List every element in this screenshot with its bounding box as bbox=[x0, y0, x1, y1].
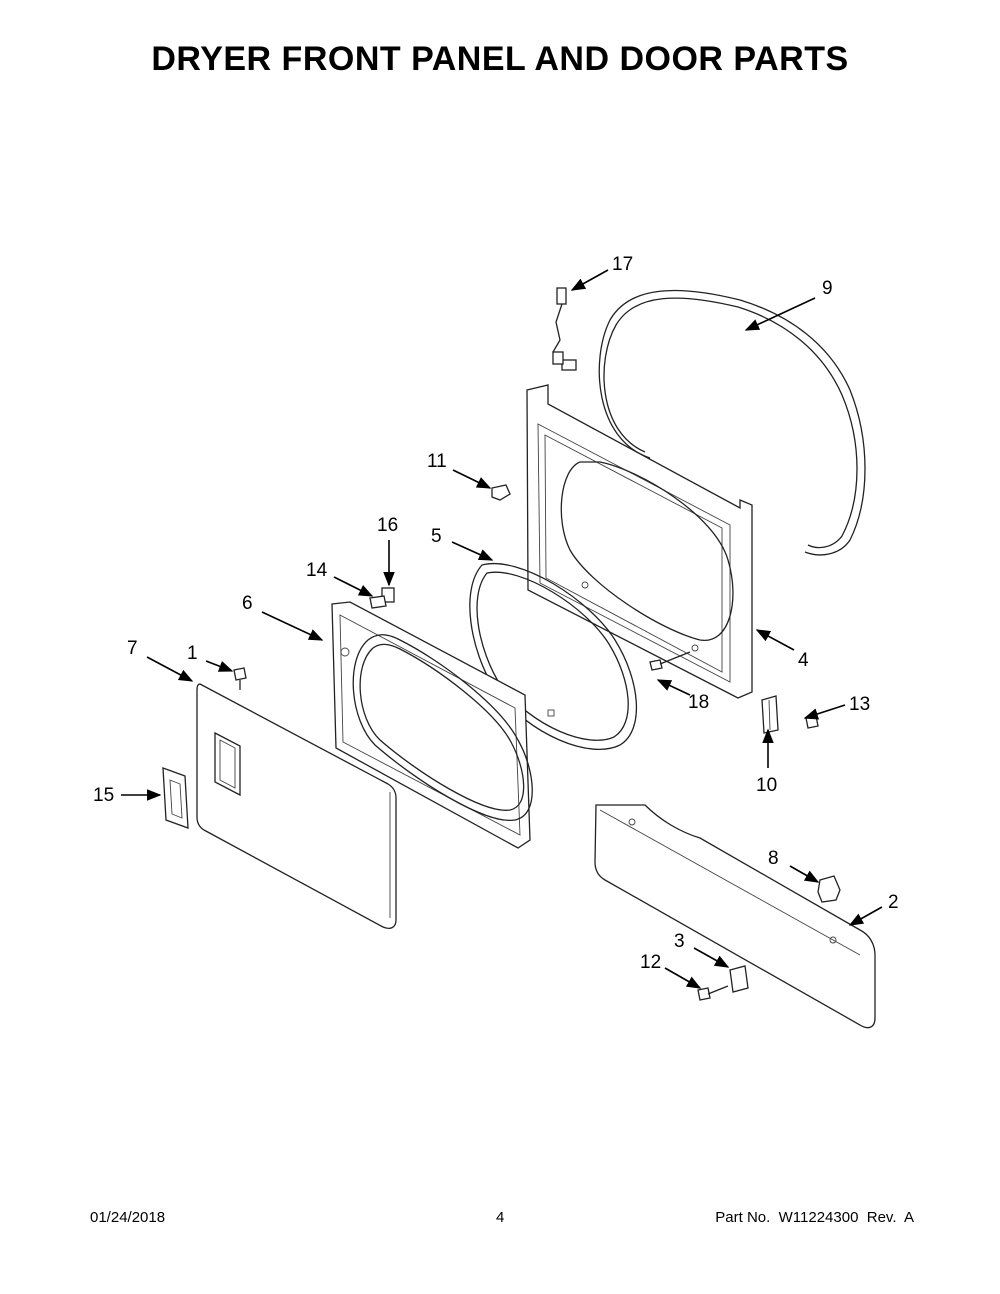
leader-8 bbox=[789, 865, 820, 883]
callout-7: 7 bbox=[127, 638, 138, 659]
leader-3 bbox=[693, 947, 730, 968]
part-8-clip bbox=[817, 875, 841, 903]
callout-3: 3 bbox=[674, 931, 685, 952]
part-17-door-switch-harness bbox=[552, 287, 577, 371]
footer-date: 01/24/2018 bbox=[90, 1209, 166, 1226]
callout-13: 13 bbox=[849, 694, 870, 715]
callout-18: 18 bbox=[688, 692, 709, 713]
page-title: DRYER FRONT PANEL AND DOOR PARTS bbox=[151, 40, 849, 78]
part-1-screw bbox=[233, 667, 247, 690]
leader-18 bbox=[656, 679, 691, 696]
callout-14: 14 bbox=[306, 560, 328, 581]
callout-12: 12 bbox=[640, 952, 661, 973]
leader-4 bbox=[755, 629, 795, 651]
callout-16: 16 bbox=[377, 515, 398, 536]
callout-6: 6 bbox=[242, 593, 253, 614]
part-15-door-handle bbox=[162, 767, 189, 829]
footer-page-number: 4 bbox=[496, 1209, 505, 1226]
leader-13 bbox=[803, 704, 846, 720]
callout-2: 2 bbox=[888, 892, 899, 913]
leader-7 bbox=[146, 656, 194, 682]
leader-12 bbox=[664, 967, 702, 989]
leader-14 bbox=[333, 576, 374, 597]
leader-2 bbox=[848, 906, 883, 926]
part-3-bracket bbox=[729, 965, 749, 993]
part-6-door-inner-panel bbox=[331, 601, 533, 849]
leader-5 bbox=[451, 541, 494, 561]
callout-8: 8 bbox=[768, 848, 779, 869]
part-7-outer-door-panel bbox=[196, 683, 397, 929]
leader-6 bbox=[261, 611, 324, 641]
part-14-clip bbox=[369, 595, 387, 609]
part-11-clip bbox=[491, 484, 511, 501]
callout-5: 5 bbox=[431, 526, 442, 547]
part-4-door-inner-frame bbox=[526, 384, 753, 699]
part-5-door-gasket bbox=[469, 563, 637, 750]
callout-15: 15 bbox=[93, 785, 114, 806]
leader-1 bbox=[205, 660, 234, 672]
callout-17: 17 bbox=[612, 254, 633, 275]
callout-1: 1 bbox=[187, 643, 198, 664]
part-18-screw bbox=[649, 651, 691, 671]
footer-part-number: Part No. W11224300 Rev. A bbox=[715, 1209, 914, 1226]
part-12-screw bbox=[697, 985, 729, 1001]
callout-4: 4 bbox=[798, 650, 809, 671]
callout-9: 9 bbox=[822, 278, 833, 299]
callout-11: 11 bbox=[427, 451, 447, 472]
leader-17 bbox=[570, 269, 609, 291]
leader-11 bbox=[452, 469, 492, 489]
part-2-toe-panel bbox=[594, 804, 876, 1029]
part-10-hinge bbox=[761, 695, 779, 734]
leader-9 bbox=[744, 297, 816, 331]
callout-10: 10 bbox=[756, 775, 777, 796]
